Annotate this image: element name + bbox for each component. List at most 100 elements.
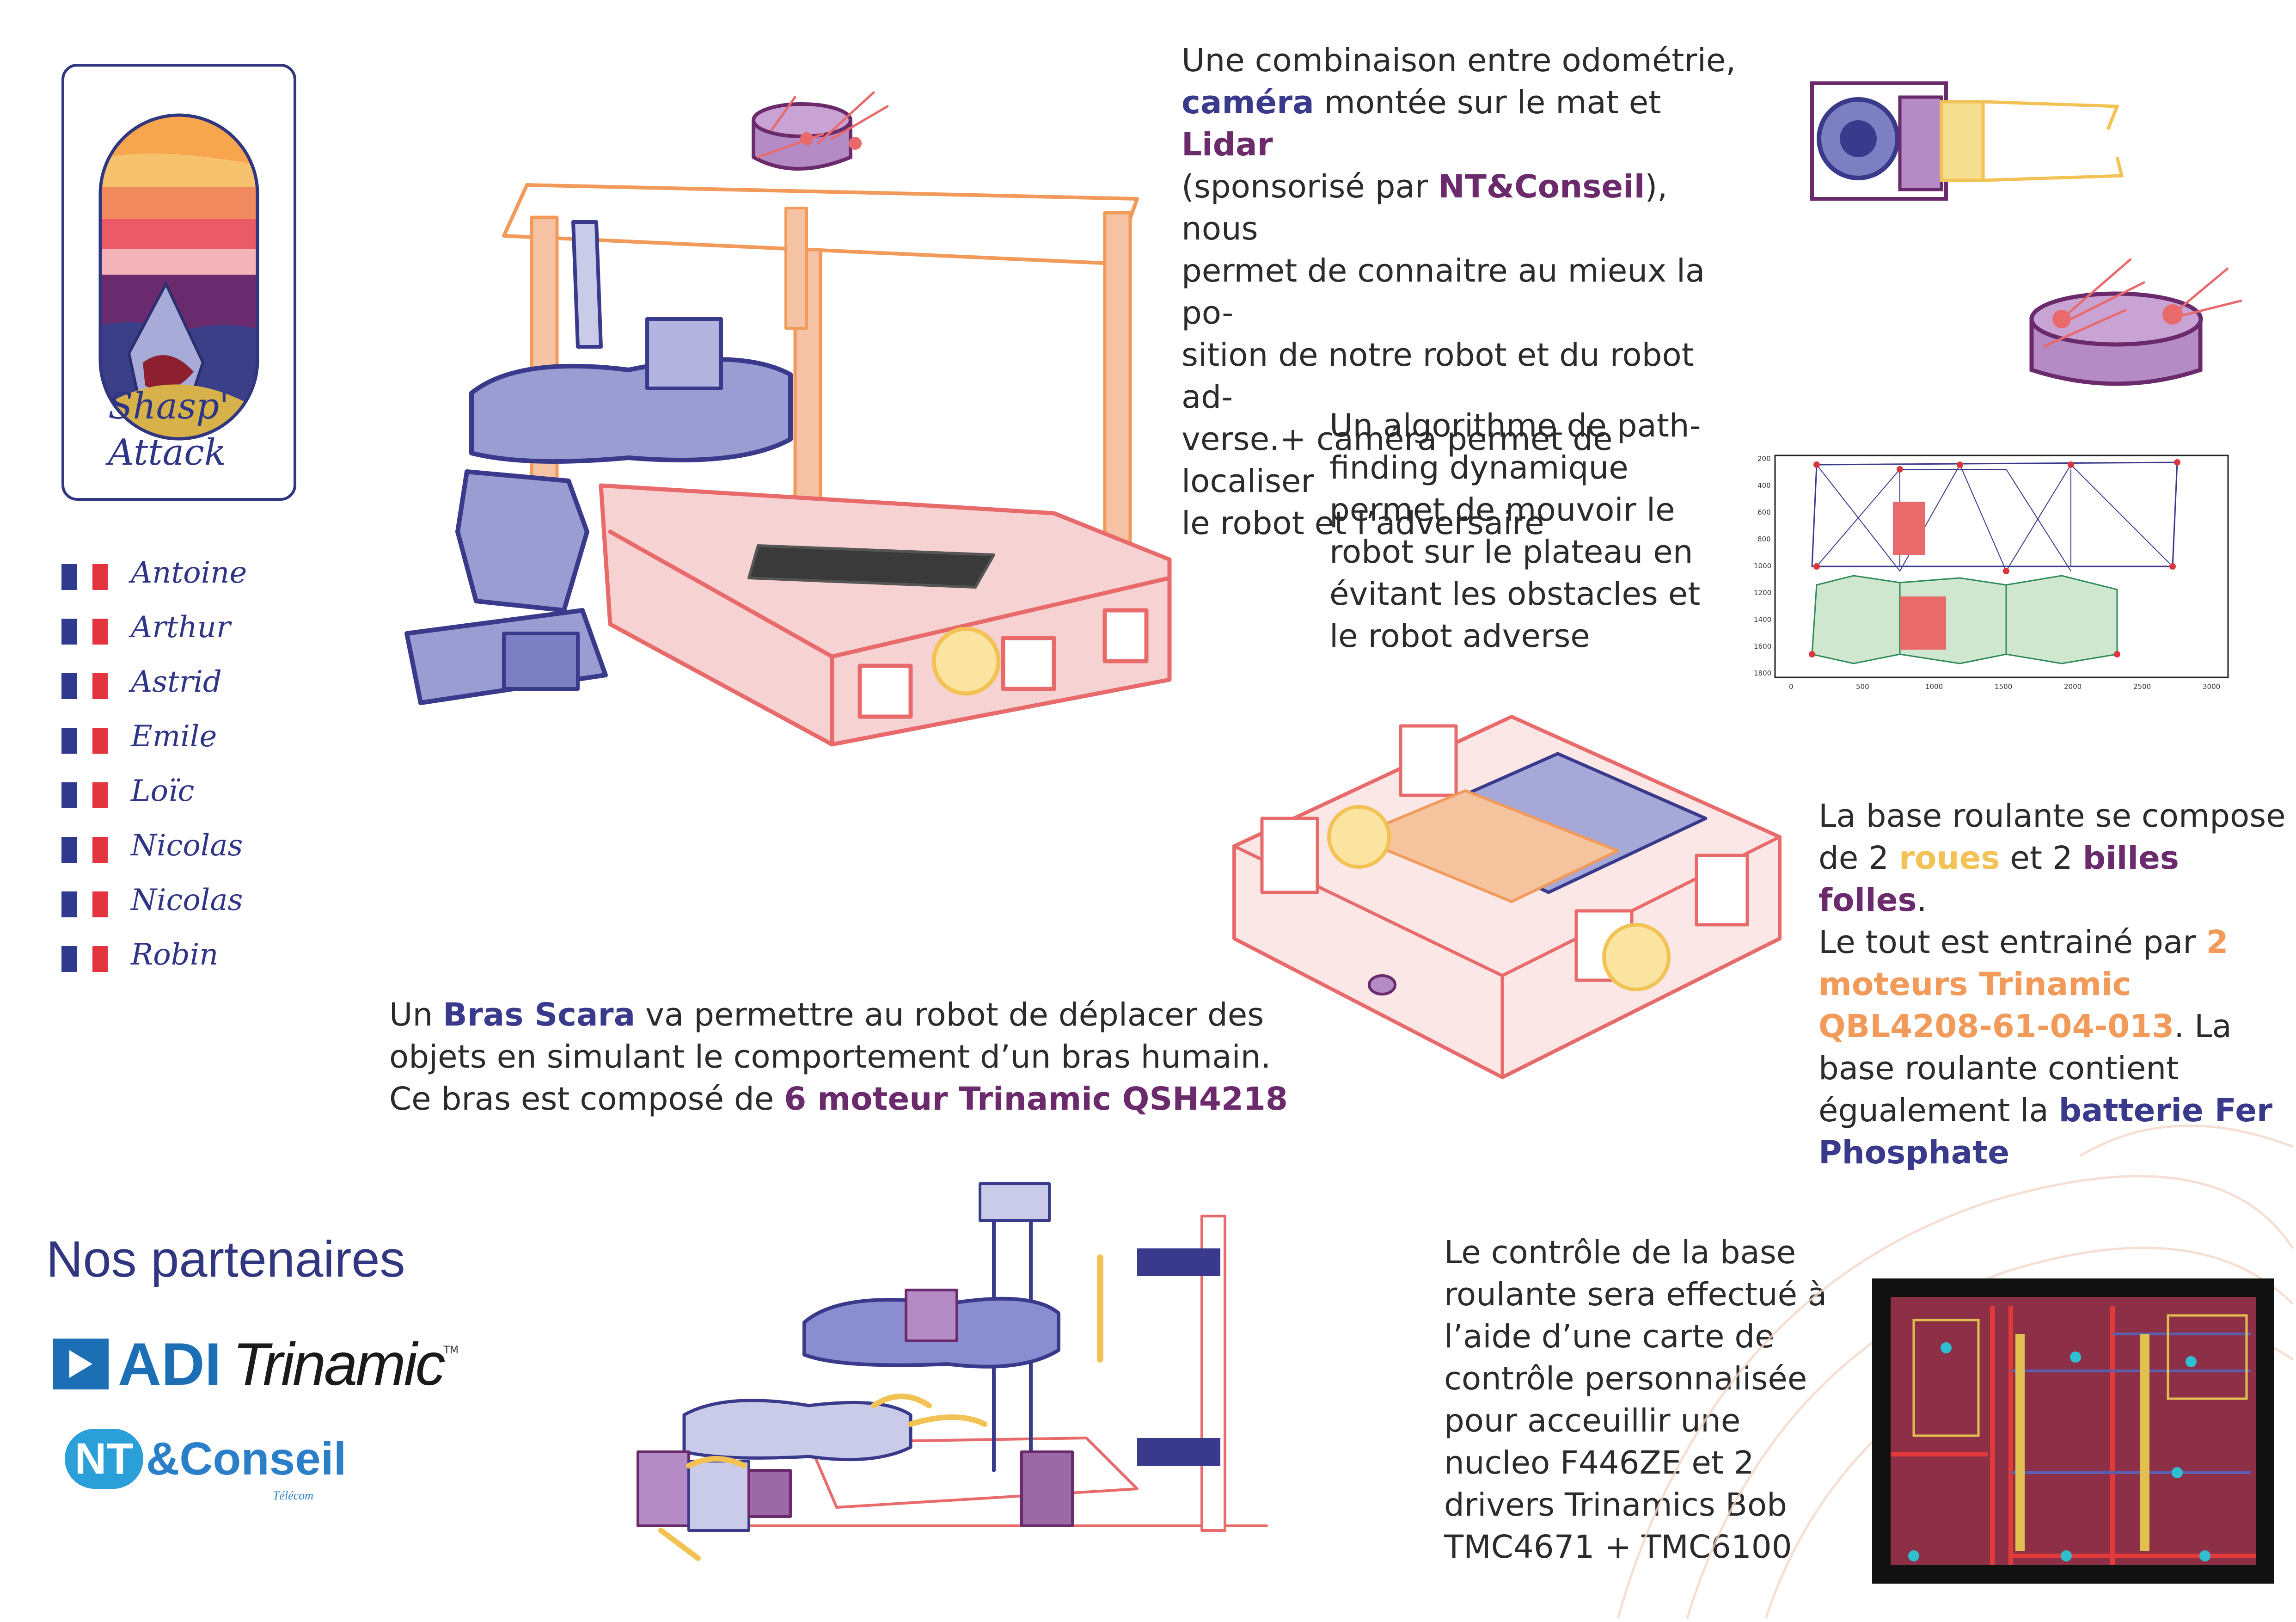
- scara-l3a: Ce bras est composé de: [389, 1081, 784, 1118]
- base-line-7: égualement la batterie Fer: [1818, 1090, 2295, 1132]
- billes-highlight: billes folles: [1818, 840, 2179, 919]
- y-tick: 1000: [1754, 562, 1771, 570]
- french-flag-icon: [61, 728, 108, 754]
- base-roulante-text: La base roulante se compose de 2 roues e…: [1818, 795, 2295, 1174]
- base-roulante-sketch: [1232, 715, 1782, 1079]
- y-tick: 400: [1757, 481, 1771, 490]
- x-tick: 2000: [2064, 682, 2082, 691]
- member-name: Astrid: [131, 665, 222, 699]
- x-tick: 1000: [1925, 682, 1943, 691]
- trinamic-tm: TM: [443, 1345, 459, 1356]
- scara-line-3: Ce bras est composé de 6 moteur Trinamic…: [389, 1078, 1291, 1120]
- member-name: Loïc: [131, 774, 195, 808]
- ctrl-line: contrôle personnalisée: [1444, 1360, 1807, 1397]
- base-l5b: . La: [2174, 1008, 2232, 1045]
- ctrl-line: pour acceuillir une: [1444, 1402, 1741, 1439]
- loc-line-3: (sponsorisé par NT&Conseil), nous: [1182, 166, 1736, 250]
- loc-line-2: caméra montée sur le mat et Lidar: [1182, 82, 1736, 166]
- loc-line-2-mid: montée sur le mat et: [1314, 84, 1661, 121]
- french-flag-icon: [61, 564, 108, 590]
- member-name: Antoine: [131, 556, 247, 590]
- pcb-board: [1872, 1278, 2274, 1584]
- adi-trinamic-logo: ADI Trinamic TM: [53, 1330, 459, 1398]
- french-flag-icon: [61, 946, 108, 972]
- phosphate-highlight: Phosphate: [1818, 1134, 2010, 1171]
- camera-highlight: caméra: [1182, 84, 1314, 121]
- path-line: le robot adverse: [1329, 618, 1590, 655]
- two-highlight: 2: [2206, 924, 2229, 961]
- ctrl-line: TMC4671 + TMC6100: [1444, 1529, 1792, 1566]
- ctrl-line: roulante sera effectué à: [1444, 1276, 1827, 1313]
- french-flag-icon: [61, 673, 108, 699]
- member-name: Arthur: [131, 610, 231, 645]
- loc-line-5: sition de notre robot et du robot ad-: [1182, 337, 1694, 416]
- team-logo: Shasp' Attack: [61, 64, 296, 501]
- shark-emblem: [98, 113, 259, 441]
- control-text: Le contrôle de la base roulante sera eff…: [1444, 1232, 1874, 1568]
- loc-line-3a: (sponsorisé par: [1182, 168, 1439, 205]
- nt-badge: NT: [65, 1429, 143, 1489]
- member-name: Emile: [131, 719, 217, 754]
- telecom-label: Télécom: [273, 1489, 314, 1502]
- base-l2a: de 2: [1818, 840, 1899, 877]
- camera-sketch: [1810, 81, 2124, 201]
- team-member: Emile: [61, 719, 385, 754]
- x-tick: 500: [1856, 682, 1869, 691]
- y-tick: 600: [1757, 508, 1771, 516]
- robot-overview-sketch: [404, 91, 1172, 747]
- moteur-highlight: 6 moteur Trinamic QSH4218: [784, 1081, 1288, 1118]
- member-name: Nicolas: [131, 829, 243, 863]
- french-flag-icon: [61, 837, 108, 863]
- logo-text-line1: Shasp': [108, 386, 229, 427]
- ntconseil-highlight: NT&Conseil: [1438, 168, 1645, 205]
- loc-line-1: Une combinaison entre odométrie,: [1182, 42, 1736, 79]
- base-l3a: Le tout est entrainé par: [1818, 924, 2206, 961]
- partners-title: Nos partenaires: [46, 1231, 405, 1288]
- path-line: Un algorithme de path-: [1329, 407, 1701, 444]
- team-member: Nicolas: [61, 883, 385, 917]
- adi-label: ADI: [118, 1330, 221, 1398]
- scara-arm-sketch: [637, 1182, 1268, 1561]
- y-tick: 1200: [1754, 589, 1771, 597]
- ctrl-line: l’aide d’une carte de: [1444, 1318, 1775, 1355]
- member-name: Nicolas: [131, 883, 243, 917]
- path-line: permet de mouvoir le: [1329, 492, 1675, 528]
- batterie-highlight: batterie Fer: [2058, 1092, 2273, 1129]
- qbl-highlight: QBL4208-61-04-013: [1818, 1008, 2174, 1045]
- base-line-3: Le tout est entrainé par 2: [1818, 922, 2295, 964]
- team-member: Nicolas: [61, 829, 385, 863]
- scara-l1a: Un: [389, 996, 443, 1033]
- y-tick: 200: [1757, 455, 1771, 463]
- loc-line-7: le robot et l’adversaire: [1182, 505, 1544, 542]
- team-member: Astrid: [61, 665, 385, 699]
- loc-line-3b: ), nous: [1182, 168, 1668, 247]
- pathfinding-plot: 200 400 600 800 1000 1200 1400 1600 1800…: [1754, 455, 2229, 691]
- french-flag-icon: [61, 891, 108, 917]
- y-tick: 1400: [1754, 615, 1771, 624]
- ctrl-line: drivers Trinamics Bob: [1444, 1487, 1787, 1524]
- loc-line-6: verse.+ caméra permet de localiser: [1182, 421, 1613, 500]
- x-tick: 3000: [2203, 682, 2220, 691]
- path-line: finding dynamique: [1329, 449, 1629, 486]
- ctrl-line: Le contrôle de la base: [1444, 1234, 1796, 1271]
- scara-line-1: Un Bras Scara va permettre au robot de d…: [389, 994, 1291, 1036]
- roues-highlight: roues: [1899, 840, 2000, 877]
- moteurs-highlight: moteurs Trinamic: [1818, 966, 2131, 1003]
- y-tick: 800: [1757, 535, 1771, 543]
- scara-line-2: objets en simulant le comportement d’un …: [389, 1038, 1271, 1075]
- path-line: évitant les obstacles et: [1329, 576, 1701, 613]
- base-l7a: égualement la: [1818, 1092, 2059, 1129]
- partners-section: Nos partenaires ADI Trinamic TM NT &Cons…: [28, 1211, 459, 1526]
- base-line-5: QBL4208-61-04-013. La: [1818, 1006, 2295, 1048]
- scara-l1b: va permettre au robot de déplacer des: [635, 996, 1264, 1033]
- base-line-1: La base roulante se compose: [1818, 798, 2286, 835]
- lidar-highlight: Lidar: [1182, 126, 1273, 163]
- x-tick: 1500: [1995, 682, 2012, 691]
- french-flag-icon: [61, 782, 108, 808]
- ntconseil-logo: NT &Conseil: [65, 1429, 346, 1489]
- nt-label: NT: [74, 1434, 134, 1483]
- localisation-text: Une combinaison entre odométrie, caméra …: [1182, 40, 1736, 545]
- team-member: Arthur: [61, 610, 385, 645]
- team-member: Loïc: [61, 774, 385, 808]
- y-tick: 1600: [1754, 642, 1771, 651]
